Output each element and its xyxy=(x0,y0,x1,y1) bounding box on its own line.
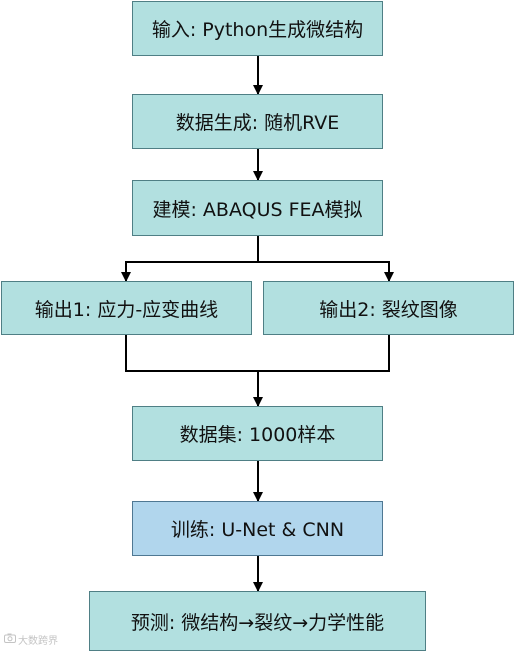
node-modeling-label: 建模: ABAQUS FEA模拟 xyxy=(152,198,363,221)
node-dataset: 数据集: 1000样本 xyxy=(132,406,383,461)
node-training-label: 训练: U-Net & CNN xyxy=(170,519,345,541)
connector-outputs-merge xyxy=(125,335,390,372)
node-training: 训练: U-Net & CNN xyxy=(132,501,383,556)
node-dataset-label: 数据集: 1000样本 xyxy=(179,424,336,446)
node-output-stress-strain-label: 输出1: 应力-应变曲线 xyxy=(34,298,219,321)
node-prediction-label: 预测: 微结构→裂纹→力学性能 xyxy=(130,611,385,634)
camera-icon xyxy=(4,633,16,646)
node-output-crack-image: 输出2: 裂纹图像 xyxy=(263,281,514,335)
node-data-generation-label: 数据生成: 随机RVE xyxy=(175,112,340,134)
arrow-modeling-to-output2 xyxy=(258,261,394,282)
node-data-generation: 数据生成: 随机RVE xyxy=(132,94,383,149)
arrow-modeling-to-output1 xyxy=(121,236,259,282)
node-prediction: 预测: 微结构→裂纹→力学性能 xyxy=(89,591,426,651)
watermark: 大数跨界 xyxy=(4,632,58,647)
node-modeling: 建模: ABAQUS FEA模拟 xyxy=(132,180,383,236)
node-input: 输入: Python生成微结构 xyxy=(132,1,383,56)
node-output-crack-image-label: 输出2: 裂纹图像 xyxy=(319,298,458,321)
node-input-label: 输入: Python生成微结构 xyxy=(151,19,364,41)
node-output-stress-strain: 输出1: 应力-应变曲线 xyxy=(1,281,252,335)
watermark-text: 大数跨界 xyxy=(18,636,58,647)
